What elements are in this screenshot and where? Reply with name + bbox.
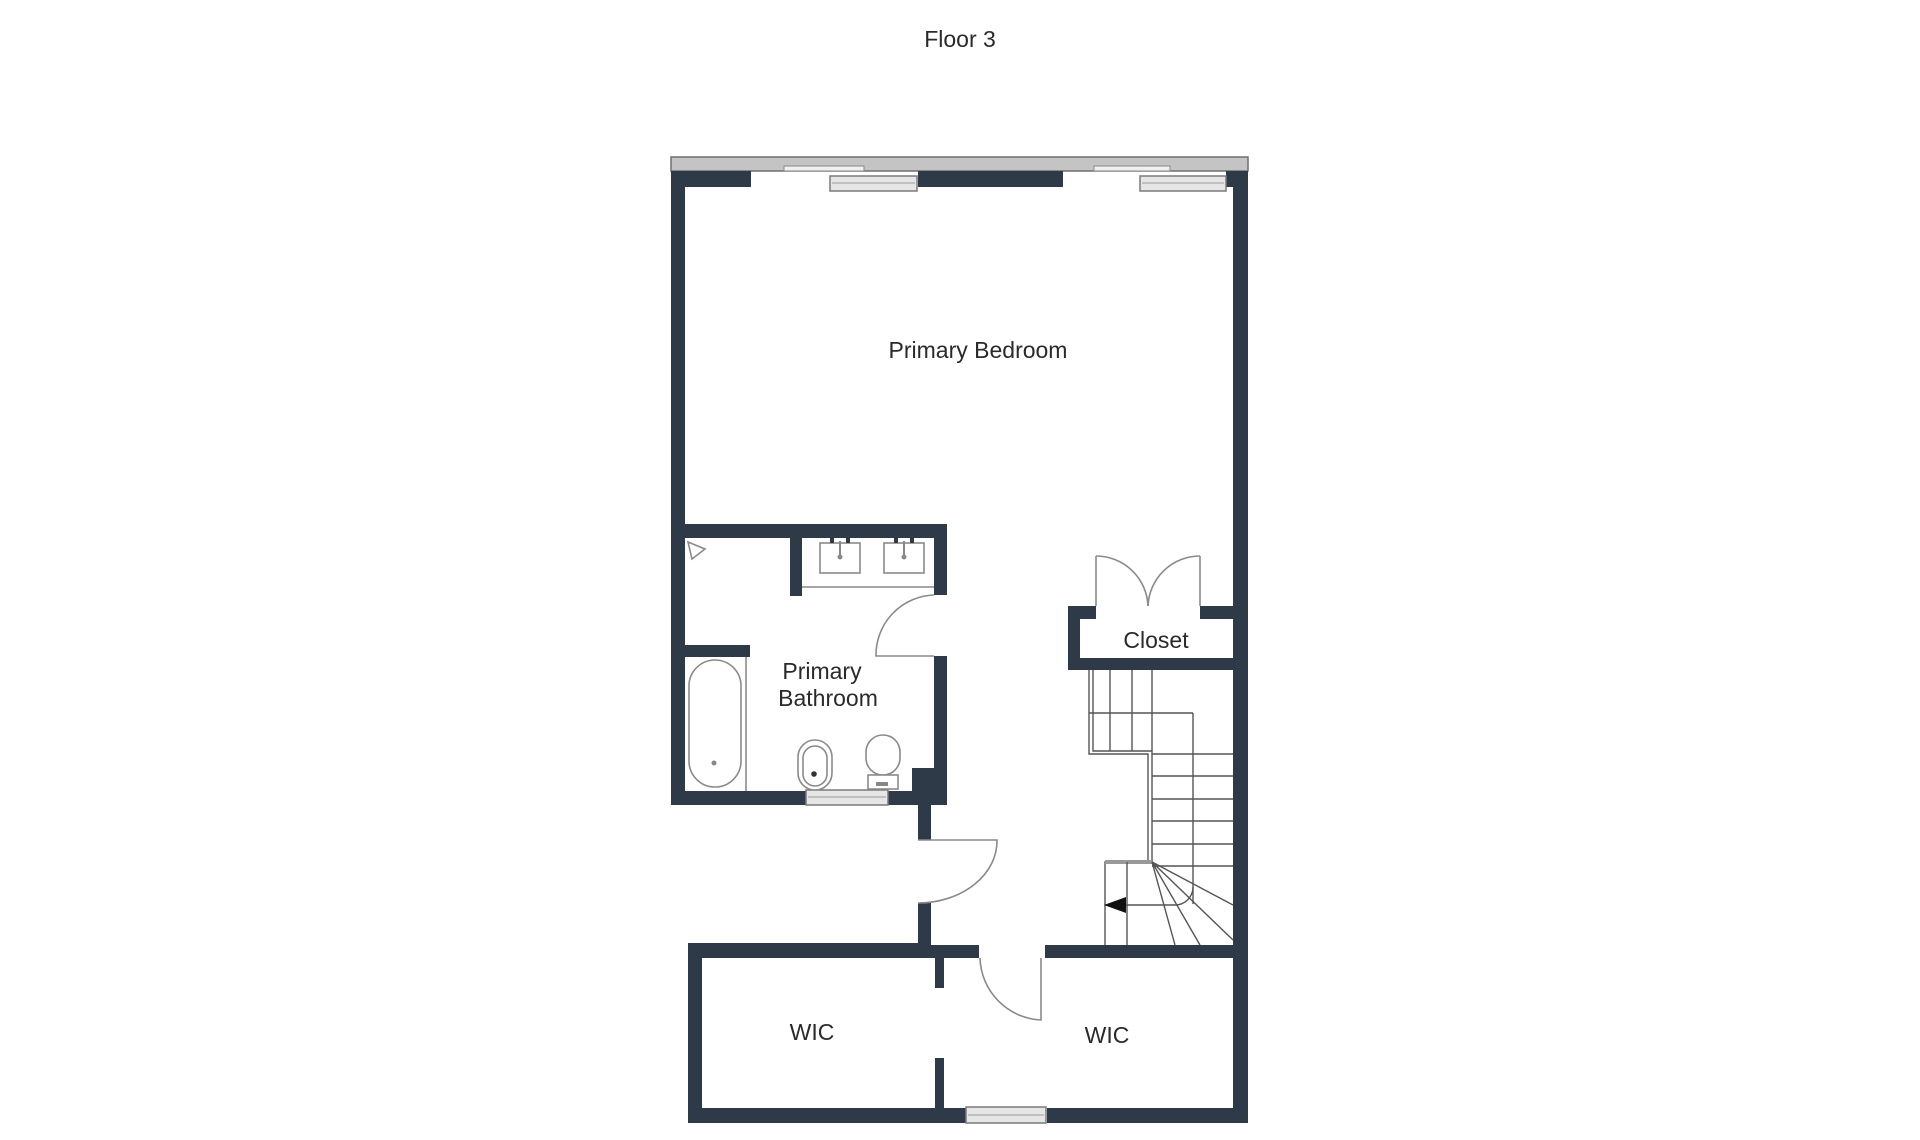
floor-title: Floor 3 xyxy=(924,26,996,52)
closet-walls xyxy=(1068,606,1233,670)
room-label-closet: Closet xyxy=(1123,627,1189,653)
wic-walls xyxy=(688,943,1248,1123)
window-bathroom xyxy=(805,789,889,806)
bathroom-walls xyxy=(671,524,947,805)
bathtub xyxy=(688,657,747,791)
toilet xyxy=(865,734,901,790)
shower-head-icon xyxy=(686,540,707,561)
staircase xyxy=(1088,670,1234,946)
bidet xyxy=(797,739,833,791)
room-label-primary-bedroom: Primary Bedroom xyxy=(889,337,1068,363)
room-label-wic-right: WIC xyxy=(1085,1022,1130,1048)
window-top-left xyxy=(829,175,918,192)
corridor-door[interactable] xyxy=(917,839,998,904)
double-vanity-sink xyxy=(802,538,934,588)
stair-direction-arrow-icon xyxy=(1104,897,1126,913)
bathroom-door[interactable] xyxy=(875,594,935,657)
roof-cap xyxy=(670,156,1249,172)
room-label-wic-left: WIC xyxy=(790,1019,835,1045)
closet-double-door[interactable] xyxy=(1095,555,1201,607)
window-wic xyxy=(965,1106,1047,1124)
corridor-wall xyxy=(918,805,931,945)
wic-door[interactable] xyxy=(979,957,1042,1021)
left-outer-wall xyxy=(671,171,685,805)
right-outer-wall xyxy=(1233,171,1248,1123)
window-top-right xyxy=(1139,175,1227,192)
